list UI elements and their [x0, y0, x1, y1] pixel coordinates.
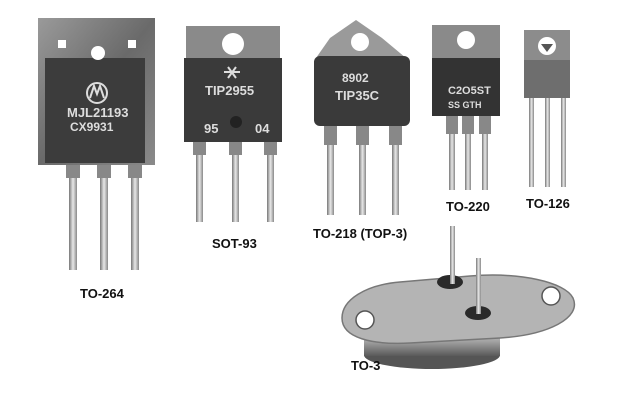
to264-leads [66, 160, 142, 270]
sot93-marking-2b: 04 [255, 121, 270, 136]
brand-logo-icon [224, 66, 240, 79]
to220-transistor: C2O5ST SS GTH [432, 25, 500, 190]
label-to264: TO-264 [80, 286, 124, 301]
label-to220: TO-220 [446, 199, 490, 214]
mounting-hole-icon [541, 286, 561, 306]
to264-transistor: MJL21193 CX9931 [38, 18, 155, 270]
to220-marking-2: SS GTH [448, 100, 482, 110]
to126-transistor [524, 30, 570, 187]
to3-transistor [341, 226, 576, 369]
mounting-hole-icon [355, 310, 375, 330]
mounting-hole-icon [351, 33, 369, 51]
label-to218: TO-218 (TOP-3) [313, 226, 408, 241]
motorola-logo-icon [86, 82, 108, 104]
sot93-marking-2a: 95 [204, 121, 218, 136]
sot93-transistor: TIP2955 95 04 [184, 26, 282, 222]
to218-transistor: 8902 TIP35C [314, 20, 410, 215]
to264-marking-1: MJL21193 [67, 105, 128, 120]
label-to3: TO-3 [351, 358, 381, 373]
to218-marking-1: 8902 [342, 71, 369, 85]
mounting-hole-icon [91, 46, 105, 60]
to220-marking-1: C2O5ST [448, 85, 491, 97]
mounting-hole-icon [457, 31, 475, 49]
to218-marking-2: TIP35C [335, 88, 380, 103]
mounting-hole-icon [222, 33, 244, 55]
sot93-marking-1: TIP2955 [205, 83, 254, 98]
label-to126: TO-126 [526, 196, 570, 211]
label-sot93: SOT-93 [212, 236, 257, 251]
to264-marking-2: CX9931 [70, 120, 114, 134]
